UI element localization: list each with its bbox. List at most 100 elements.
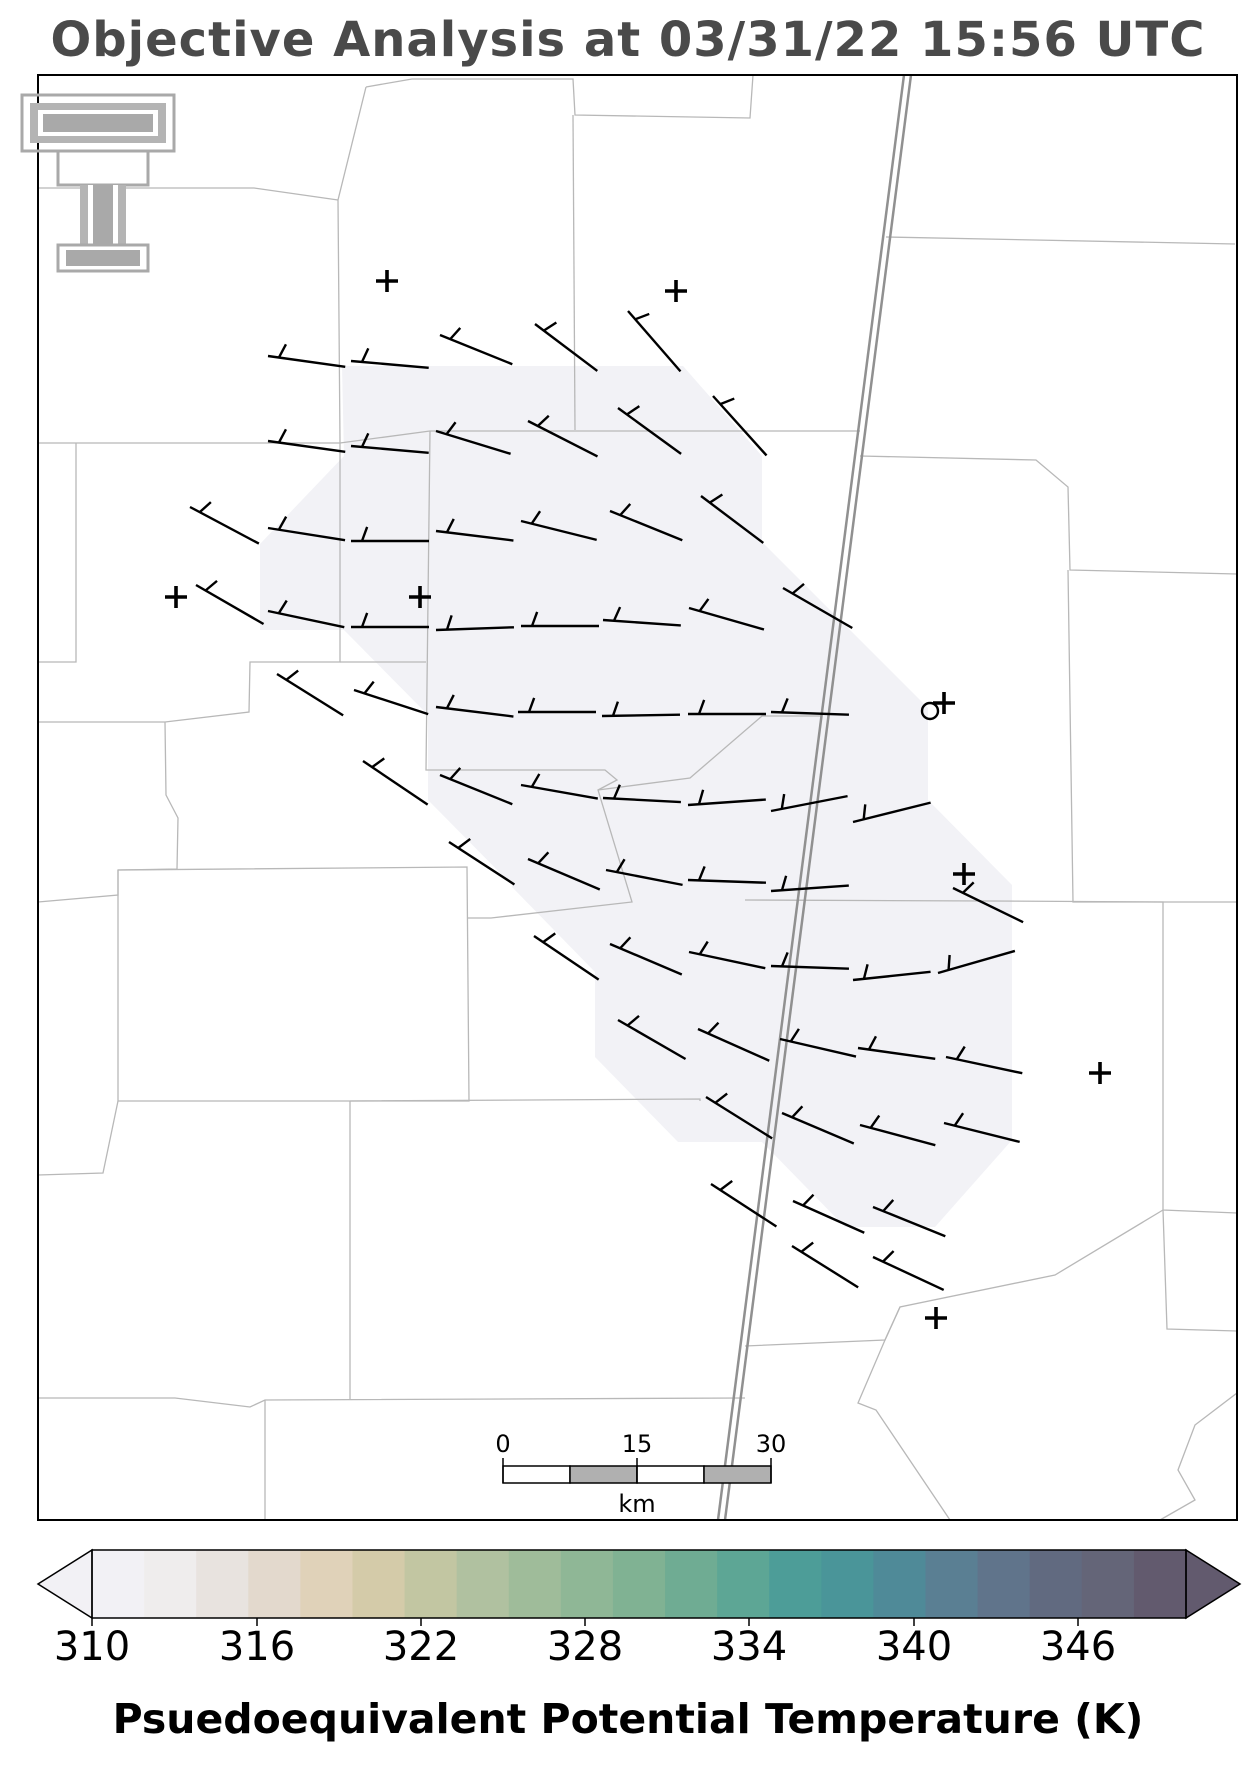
station-marker xyxy=(376,270,398,292)
wind-barb xyxy=(688,940,766,970)
wind-barb xyxy=(527,851,601,891)
wind-barb xyxy=(435,694,514,718)
colorbar-bin xyxy=(977,1550,1031,1618)
colorbar-label: Psuedoequivalent Potential Temperature (… xyxy=(112,1695,1144,1743)
wind-barb xyxy=(770,952,849,970)
cbar-tick-334: 334 xyxy=(710,1624,788,1670)
colorbar-bin xyxy=(352,1550,406,1618)
colorbar-bin xyxy=(300,1550,354,1618)
wind-barb xyxy=(791,1241,859,1289)
wind-barb xyxy=(937,949,1016,975)
colorbar-min-extend xyxy=(36,1548,93,1620)
wind-barb xyxy=(602,784,681,804)
wind-barb xyxy=(852,964,931,982)
wind-barb xyxy=(527,414,599,458)
map-panel xyxy=(37,74,1238,1521)
wind-barb xyxy=(781,1105,855,1145)
wind-barb xyxy=(609,936,683,976)
wind-barb xyxy=(617,405,682,455)
colorbar-bin xyxy=(92,1550,145,1618)
wind-barb xyxy=(267,343,346,369)
scale-label-15: 15 xyxy=(621,1430,653,1458)
wind-barb xyxy=(189,501,260,545)
colorbar-bin xyxy=(873,1550,927,1618)
station-markers xyxy=(165,270,1111,1329)
wind-barb xyxy=(533,932,600,981)
wind-barb xyxy=(770,875,849,893)
station-marker xyxy=(953,863,975,885)
wind-barb xyxy=(705,1092,773,1140)
wind-barb xyxy=(605,858,683,887)
colorbar-bin xyxy=(456,1550,510,1618)
wind-barb xyxy=(872,1250,945,1292)
cbar-tick-340: 340 xyxy=(875,1624,953,1670)
wind-barb xyxy=(688,598,765,631)
wind-barb xyxy=(267,428,346,454)
station-marker xyxy=(925,1307,947,1329)
wind-barb xyxy=(617,1014,687,1061)
wind-barb xyxy=(439,327,513,366)
wind-barb xyxy=(712,395,768,457)
scale-segment-3 xyxy=(636,1465,705,1484)
wind-barb xyxy=(520,773,599,800)
wind-barb xyxy=(792,1193,865,1234)
cbar-tick-316: 316 xyxy=(218,1624,296,1670)
colorbar-bin xyxy=(508,1550,562,1618)
wind-barb xyxy=(952,881,1024,924)
wind-barb xyxy=(534,321,599,372)
wind-barb xyxy=(276,669,344,717)
cbar-tick-328: 328 xyxy=(546,1624,624,1670)
colorbar-bin xyxy=(769,1550,822,1618)
wind-barb xyxy=(852,801,931,824)
wind-barb xyxy=(700,493,765,544)
wind-barb xyxy=(602,606,681,627)
station-marker xyxy=(409,586,431,608)
cbar-tick-310: 310 xyxy=(53,1624,131,1670)
scale-bar xyxy=(502,1458,772,1484)
wind-barb xyxy=(520,510,597,542)
wind-barb xyxy=(439,767,513,806)
station-marker xyxy=(165,586,187,608)
wind-barb xyxy=(770,698,849,716)
cbar-tick-322: 322 xyxy=(382,1624,460,1670)
station-marker xyxy=(665,280,687,302)
wind-barb xyxy=(448,838,516,886)
colorbar-bin xyxy=(612,1550,666,1618)
colorbar-bin xyxy=(196,1550,249,1618)
wind-barb xyxy=(872,1199,946,1238)
wind-barb xyxy=(779,1028,857,1058)
colorbar-max-extend xyxy=(1185,1548,1242,1620)
wind-barb xyxy=(687,789,766,807)
analysis-region xyxy=(260,366,1012,1227)
wind-barb xyxy=(627,310,682,373)
scale-unit: km xyxy=(618,1490,656,1518)
wind-barb xyxy=(435,421,511,455)
wind-barb xyxy=(351,526,429,543)
station-marker xyxy=(933,692,955,714)
state-border xyxy=(716,74,913,1521)
wind-barb xyxy=(353,680,429,716)
wind-barb xyxy=(943,1112,1020,1144)
wind-barb xyxy=(267,599,345,629)
colorbar-bin xyxy=(248,1550,301,1618)
scale-label-30: 30 xyxy=(755,1430,787,1458)
colorbar-bin xyxy=(925,1550,979,1618)
wind-barb xyxy=(945,1045,1023,1075)
wind-barb xyxy=(350,347,429,369)
scale-label-0: 0 xyxy=(495,1430,511,1458)
scale-segment-2 xyxy=(569,1465,638,1484)
scale-segment-1 xyxy=(502,1465,571,1484)
map-frame xyxy=(37,74,1238,1521)
colorbar-bin xyxy=(1133,1550,1187,1618)
colorbar-bin xyxy=(1029,1550,1083,1618)
wind-barb xyxy=(435,614,514,632)
cbar-tick-346: 346 xyxy=(1039,1624,1117,1670)
colorbar-bin xyxy=(560,1550,614,1618)
university-logo xyxy=(20,93,176,273)
colorbar xyxy=(36,1548,1242,1626)
wind-barb xyxy=(687,866,766,884)
calm-wind-circle xyxy=(920,701,940,721)
scale-segment-4 xyxy=(703,1465,772,1484)
wind-barb xyxy=(267,516,346,542)
map-title: Objective Analysis at 03/31/22 15:56 UTC xyxy=(50,12,1206,68)
